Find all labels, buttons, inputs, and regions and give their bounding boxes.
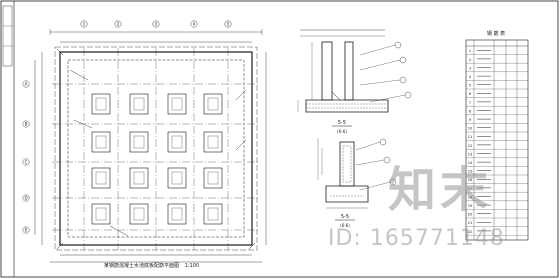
schedule-row-number: 17	[468, 187, 473, 191]
schedule-row-number: 9	[469, 118, 472, 122]
schedule-title: 钢 筋 表	[487, 30, 505, 37]
section-lower-sub: (6-6)	[340, 223, 350, 228]
axis-x-label: 3	[155, 22, 158, 27]
schedule-row-number: 15	[468, 170, 473, 174]
schedule-row-number: 8	[469, 109, 472, 113]
schedule-row-number: 22	[468, 230, 473, 234]
schedule-row-number: 16	[468, 178, 473, 182]
schedule-row-number: 7	[469, 101, 471, 105]
floor-plan	[34, 29, 267, 263]
schedule-row-number: 14	[468, 161, 473, 165]
schedule-row-number: 13	[468, 152, 473, 156]
schedule-row-number: 20	[468, 213, 473, 217]
schedule-row-number: 2	[469, 58, 471, 62]
axis-y-label: D	[24, 196, 27, 201]
section-upper	[297, 29, 412, 113]
section-lower	[317, 138, 397, 209]
binding-strip-box	[2, 5, 13, 67]
plan-title-text: 某钢筋混凝土水池底板配筋平面图	[104, 263, 180, 269]
axis-bubbles	[22, 20, 232, 234]
section-lower-label: 5-5	[341, 214, 349, 220]
axis-y-label: B	[25, 122, 28, 127]
footing-grid	[91, 93, 223, 225]
section-upper-label: 5-5	[338, 120, 346, 126]
axis-y-label: A	[25, 82, 28, 87]
schedule-row-number: 10	[468, 127, 473, 131]
schedule-row-number: 4	[469, 75, 472, 79]
plan-scale: 1:100	[184, 263, 200, 269]
schedule-row-number: 5	[469, 84, 471, 88]
schedule-row-number: 6	[469, 92, 472, 96]
schedule-row-number: 3	[469, 66, 471, 70]
axis-y-label: E	[25, 228, 28, 233]
axis-x-label: 5	[227, 22, 230, 27]
schedule-row-number: 11	[468, 135, 473, 139]
axis-x-label: 1	[83, 22, 86, 27]
axis-x-label: 2	[117, 22, 120, 27]
axis-y-label: C	[25, 160, 28, 165]
schedule-row-number: 12	[468, 144, 473, 148]
schedule-row-number: 1	[469, 49, 471, 53]
axis-x-label: 4	[193, 22, 196, 27]
schedule-row-number: 19	[468, 204, 473, 208]
schedule-row-number: 18	[468, 195, 473, 199]
schedule-row-number: 21	[468, 221, 473, 225]
section-upper-sub: (6-6)	[337, 129, 347, 134]
plan-title: 某钢筋混凝土水池底板配筋平面图 1:100	[104, 262, 199, 269]
